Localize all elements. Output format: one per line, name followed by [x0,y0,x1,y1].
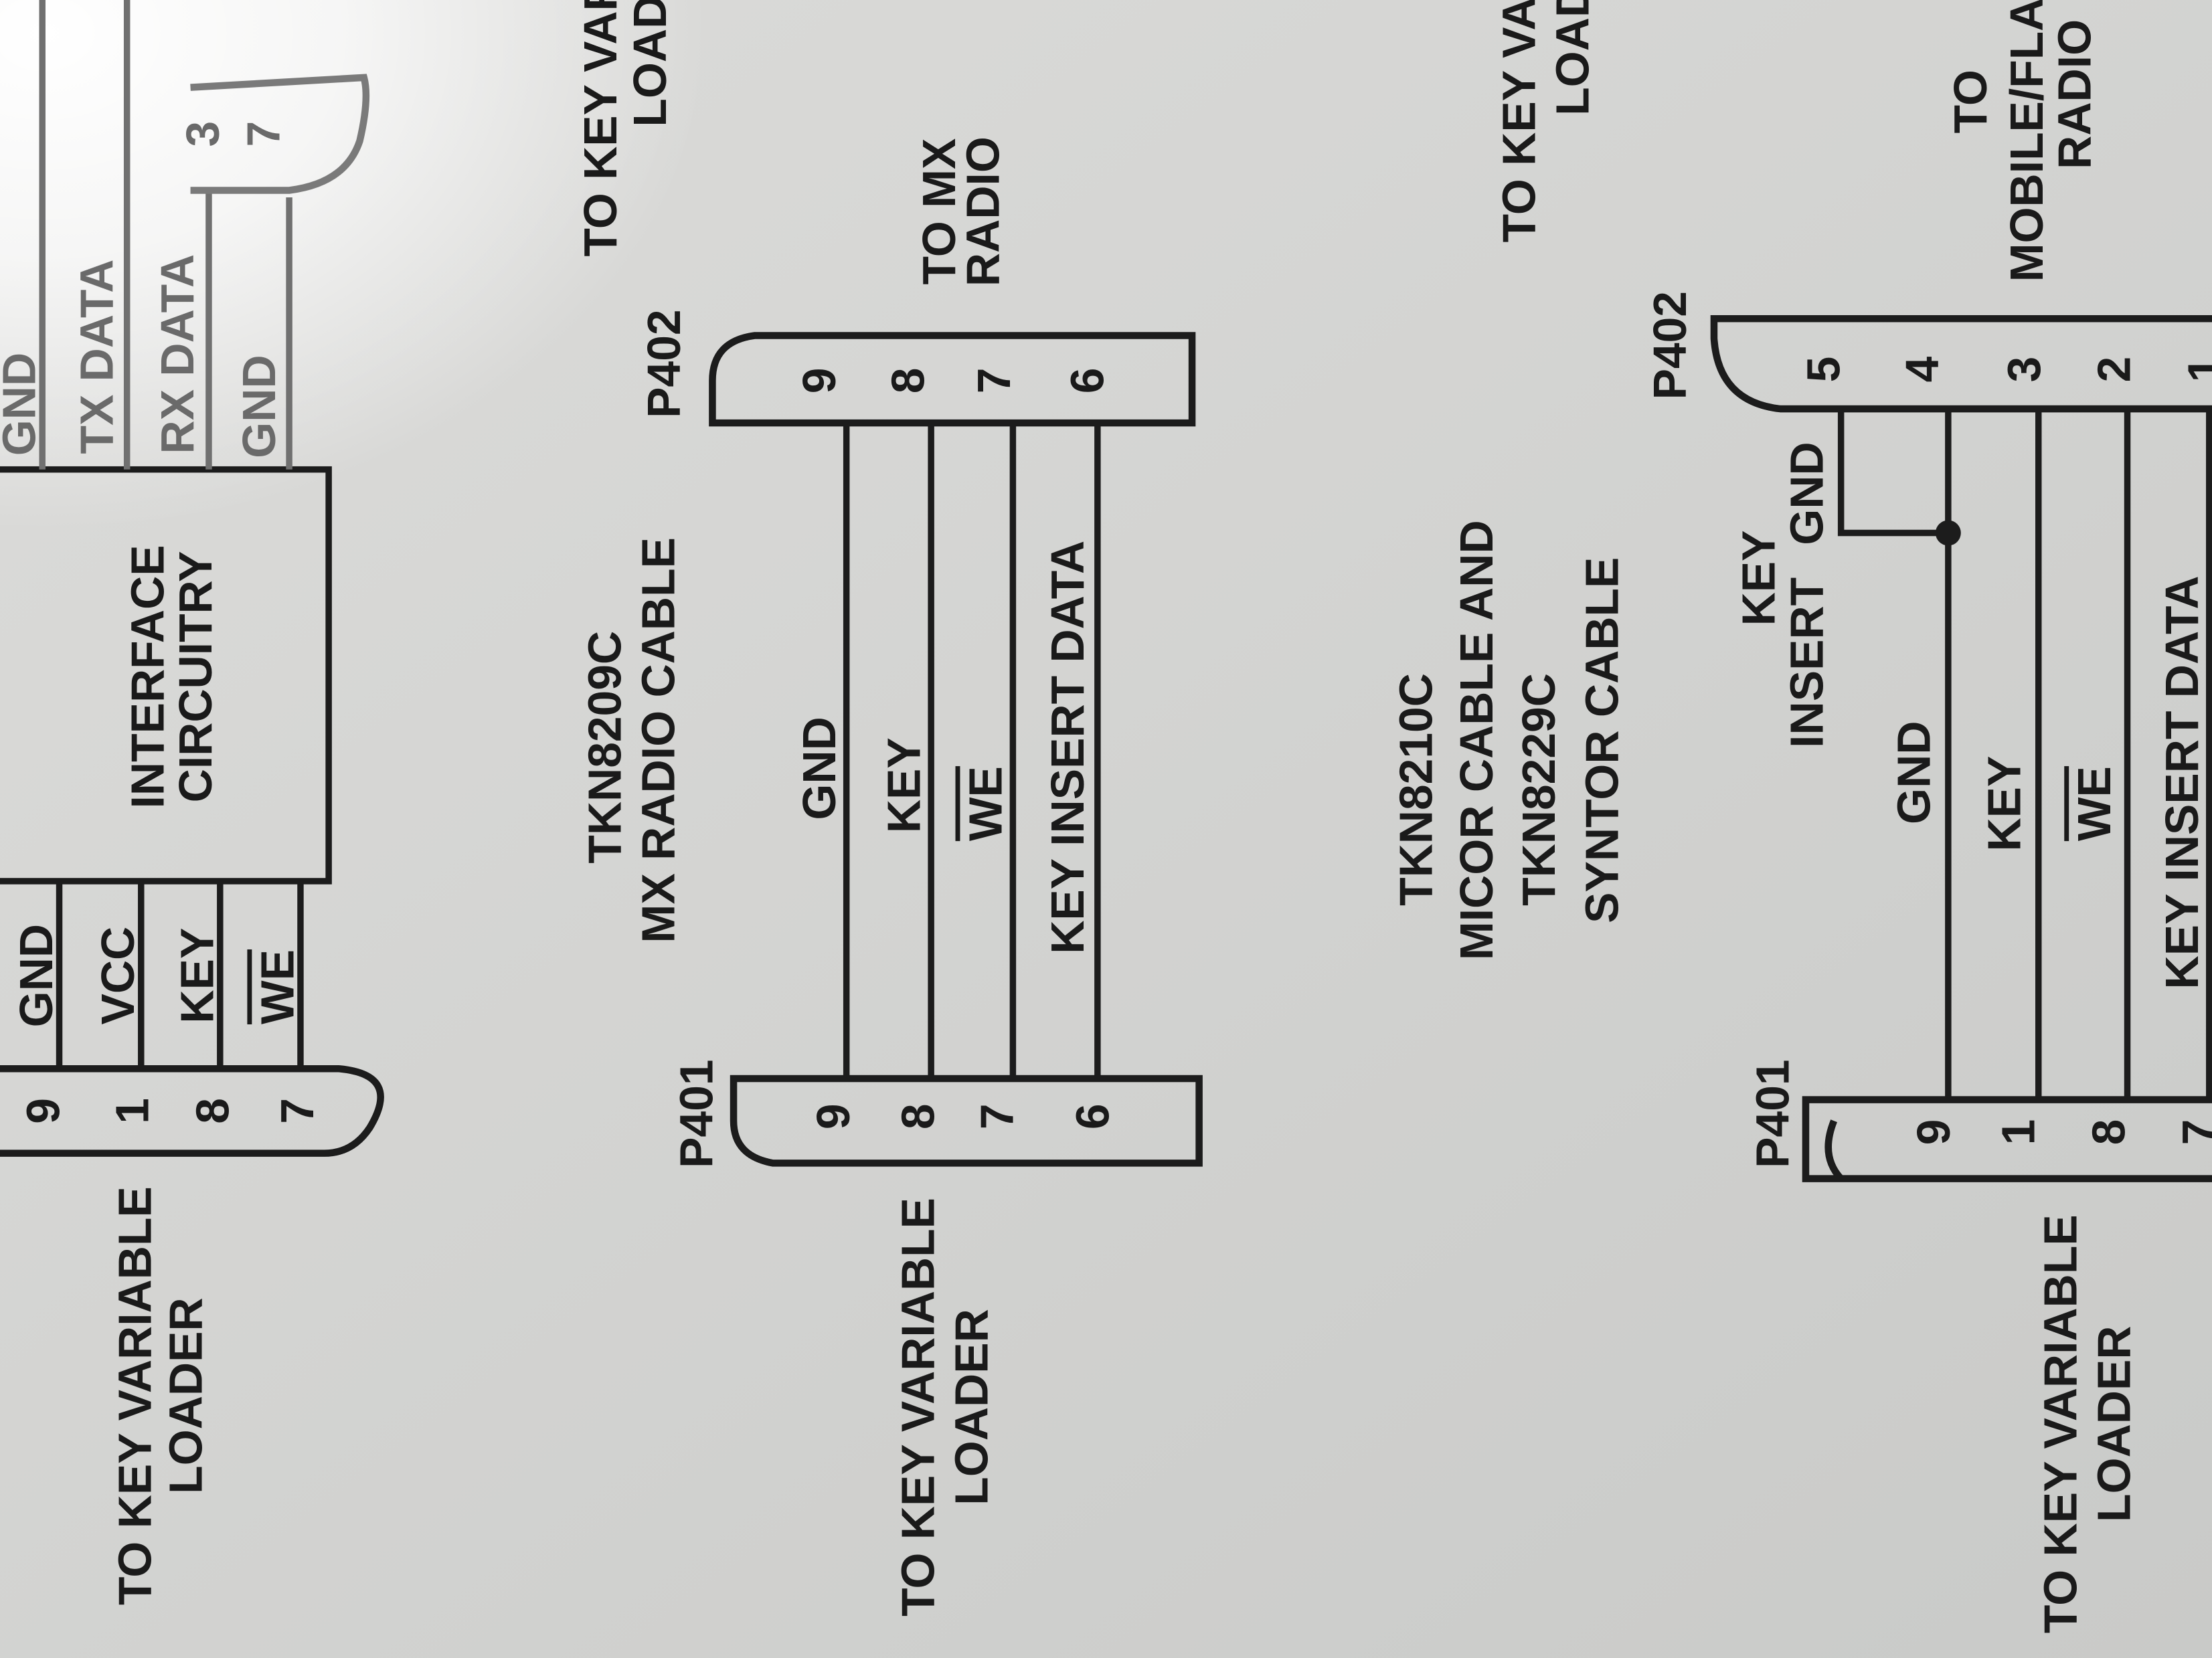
mx-p401-label: P401 [670,1059,722,1168]
signal-key: KEY [171,928,223,1024]
signal-vcc: VCC [92,927,144,1025]
micor-p402-pin-1: 1 [2179,357,2212,383]
radio-signal-gnd-2: GND [233,355,285,458]
mx-p401-pin-7: 7 [970,1104,1023,1130]
micor-signal-gnd: GND [1887,721,1940,824]
loader-label-line2: LOADER [159,1297,211,1494]
micor-p401-connector [1802,1096,2212,1182]
micor-p401-pin-9: 9 [1907,1119,1960,1145]
micor-p401-label: P401 [1747,1059,1799,1168]
mx-signal-gnd: GND [793,717,845,820]
micor-title-line1: TKN8210C [1389,673,1442,906]
micor-key-insert-label-gnd: GND [1780,442,1833,545]
micor-p402-label: P402 [1644,291,1696,399]
interface-box-line2: CIRCUITRY [169,551,222,802]
mx-loader-label-line1: TO KEY VARIABLE [891,1198,944,1617]
micor-radio-label-line2: MOBILE/FLASHPORT [2001,0,2053,282]
mx-p402-label: P402 [638,309,690,418]
micor-p402-pin-4: 4 [1896,356,1948,382]
mx-title-line1: TKN8209C [578,631,630,864]
radio-signal-gnd: GND [0,353,46,456]
micor-wire-key-insert-gnd [1837,409,1947,537]
micor-p402-pin-3: 3 [1998,357,2050,383]
mx-p401-connector [730,1075,1203,1167]
micor-top-loader-label-line2: LOADER [1546,0,1598,116]
micor-signal-key-insert-data: KEY INSERT DATA [2156,575,2208,989]
loader-pin-1: 1 [106,1098,158,1124]
micor-p402-pin-5: 5 [1798,357,1850,383]
micor-p402-connector [1710,314,2212,413]
signal-we: WE [251,949,303,1024]
micor-top-loader-label-line1: TO KEY VARIABLE [1493,0,1545,242]
micor-key-insert-label-insert: INSERT [1780,577,1833,748]
radio-pin-3: 3 [177,121,229,147]
radio-signal-rx-data: RX DATA [151,254,203,454]
micor-syntor-cable-section: TO KEY VARIABLE LOADER TO MOBILE/FLASHPO… [1389,0,2212,1633]
micor-radio-label-line1: TO [1944,70,1996,133]
interface-box-line1: INTERFACE [121,545,173,808]
mx-radio-cable-section: TO KEY VARIABLE LOADER TO MX RADIO P402 … [574,0,1203,1617]
mx-signal-we: WE [960,766,1012,841]
micor-title-line3: TKN8229C [1513,673,1565,906]
mx-p402-pin-6: 6 [1061,368,1113,394]
micor-p402-pin-2: 2 [2088,357,2140,383]
radio-connector [190,74,370,194]
top-loader-label-line2: LOADER [624,0,676,127]
micor-loader-label-line1: TO KEY VARIABLE [2035,1214,2087,1633]
left-interface-section: TO KEY VARIABLE LOADER 9 1 8 7 GND VCC K… [0,0,384,1605]
micor-radio-label-line3: RADIO [2049,19,2101,169]
mx-p402-pin-9: 9 [793,368,845,394]
loader-connector [0,1065,384,1157]
loader-pin-7: 7 [271,1098,323,1124]
loader-pin-8: 8 [186,1098,238,1124]
micor-p401-pin-1: 1 [1992,1119,2044,1145]
mx-p402-connector [709,332,1196,427]
mx-p401-pin-8: 8 [891,1104,944,1130]
mx-signal-key-insert-data: KEY INSERT DATA [1041,541,1094,954]
loader-pin-9: 9 [17,1098,70,1124]
mx-p401-pin-6: 6 [1067,1104,1119,1130]
radio-signal-tx-data: TX DATA [71,260,123,454]
micor-title-line4: SYNTOR CABLE [1576,557,1628,923]
micor-signal-we: WE [2068,766,2120,841]
loader-label-line1: TO KEY VARIABLE [109,1186,161,1605]
top-loader-label-line1: TO KEY VARIABLE [574,0,626,257]
micor-key-insert-label-key: KEY [1733,530,1785,626]
mx-radio-label-line1: TO MX [913,139,965,285]
mx-p402-pin-8: 8 [882,368,934,394]
micor-p401-pin-8: 8 [2082,1119,2134,1145]
signal-gnd: GND [10,924,62,1027]
mx-loader-label-line2: LOADER [945,1309,997,1505]
mx-p401-pin-9: 9 [807,1104,859,1130]
micor-loader-label-line2: LOADER [2088,1325,2140,1522]
micor-title-line2: MICOR CABLE AND [1450,520,1503,960]
micor-p401-pin-7: 7 [2173,1119,2212,1145]
micor-signal-key: KEY [1978,756,2030,852]
interface-circuitry-box [0,466,332,885]
mx-p402-pin-7: 7 [968,368,1020,394]
mx-signal-key: KEY [877,737,930,833]
mx-title-line2: MX RADIO CABLE [632,537,685,943]
mx-radio-label-line2: RADIO [956,136,1009,286]
radio-pin-7: 7 [237,121,289,147]
